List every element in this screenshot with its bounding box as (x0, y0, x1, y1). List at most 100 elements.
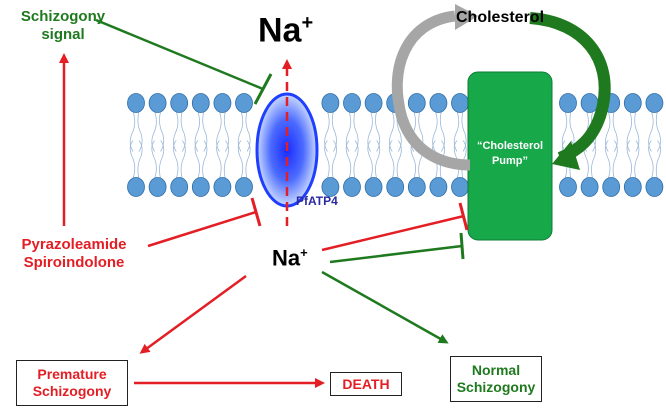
lipid-tail (159, 140, 165, 179)
lipid-tail (223, 111, 229, 152)
lipid-tail (605, 111, 611, 152)
lipid-tail (324, 111, 330, 152)
lipid-tail (237, 140, 244, 179)
pyrazoleamide-label: Pyrazoleamide Spiroindolone (21, 236, 127, 271)
membrane-tails (129, 111, 661, 179)
lipid-head (235, 177, 253, 197)
lipid-head (451, 93, 469, 113)
lipid-head (170, 177, 189, 197)
lipid-tail (345, 111, 352, 152)
lipid-head (235, 93, 253, 113)
lipid-head (127, 177, 145, 197)
premature-schizogony-box: Premature Schizogony (16, 360, 128, 406)
lipid-tail (439, 111, 445, 152)
lipid-tail (432, 111, 438, 152)
lipid-tail (353, 140, 359, 179)
na-inhibits-pump-green-bar (459, 232, 465, 260)
lipid-tail (591, 140, 597, 179)
lipid-head (127, 93, 145, 113)
lipid-head (321, 93, 340, 113)
lipid-tail (375, 140, 381, 179)
lipid-tail (180, 140, 186, 179)
lipid-tail (216, 140, 222, 179)
lipid-tail (612, 140, 618, 179)
lipid-head (343, 177, 361, 197)
pfatp4-label: PfATP4 (296, 194, 338, 208)
lipid-head (191, 177, 210, 197)
gray-curved-arrow (391, 10, 471, 171)
lipid-tail (129, 140, 136, 179)
lipid-head (559, 177, 577, 197)
signal-inhibition-bar (253, 73, 273, 105)
schizogony-signal-label: Schizogony signal (20, 8, 106, 43)
lipid-tail (137, 140, 143, 179)
lipid-tail (151, 140, 157, 179)
lipid-tail (367, 140, 373, 179)
lipid-tail (151, 111, 157, 152)
lipid-tail (159, 111, 165, 152)
lipid-head (386, 177, 405, 197)
lipid-tail (396, 140, 402, 179)
lipid-tail (194, 111, 200, 152)
drug-inhibition-line (147, 210, 257, 248)
lipid-head (429, 177, 448, 197)
drug-inhibition-bar (250, 197, 262, 227)
lipid-tail (389, 111, 395, 152)
lipid-tail (237, 111, 244, 152)
lipid-head (559, 93, 577, 113)
arrow-to-premature (139, 274, 247, 354)
lipid-tail (223, 140, 229, 179)
lipid-tail (173, 111, 179, 152)
lipid-head (580, 177, 599, 197)
lipid-tail (626, 140, 632, 179)
lipid-tail (634, 140, 640, 179)
lipid-tail (648, 140, 654, 179)
lipid-head (623, 177, 642, 197)
lipid-tail (245, 111, 251, 152)
lipid-tail (605, 140, 611, 179)
lipid-tail (216, 111, 222, 152)
lipid-head (148, 177, 167, 197)
lipid-head (364, 177, 383, 197)
lipid-tail (245, 140, 251, 179)
lipid-head (407, 93, 426, 113)
lipid-tail (331, 140, 337, 179)
lipid-head (645, 177, 664, 197)
lipid-head (170, 93, 189, 113)
lipid-tail (367, 111, 373, 152)
lipid-tail (634, 111, 640, 152)
lipid-tail (129, 111, 136, 152)
lipid-tail (202, 140, 208, 179)
lipid-head (645, 93, 664, 113)
lipid-tail (626, 111, 632, 152)
na-inhibits-pump-red (321, 214, 465, 252)
lipid-tail (137, 111, 143, 152)
green-curved-arrow (529, 12, 611, 164)
lipid-head (191, 93, 210, 113)
na-inhibits-pump-green (329, 244, 463, 264)
lipid-tail (180, 111, 186, 152)
arrow-to-normal (321, 270, 449, 344)
cholesterol-label: Cholesterol (456, 9, 545, 26)
lipid-tail (194, 140, 200, 179)
lipid-tail (173, 140, 179, 179)
lipid-tail (655, 111, 661, 152)
lipid-tail (461, 111, 467, 152)
lipid-tail (331, 111, 337, 152)
lipid-tail (612, 111, 618, 152)
lipid-tail (561, 111, 568, 152)
lipid-head (602, 177, 621, 197)
lipid-tail (461, 140, 467, 179)
lipid-head (623, 93, 642, 113)
lipid-tail (324, 140, 330, 179)
lipid-tail (453, 140, 460, 179)
lipid-tail (345, 140, 352, 179)
lipid-tail (648, 111, 654, 152)
lipid-tail (202, 111, 208, 152)
lipid-tail (453, 111, 460, 152)
membrane-heads (127, 93, 664, 197)
lipid-head (364, 93, 383, 113)
lipid-tail (655, 140, 661, 179)
lipid-head (321, 177, 340, 197)
lipid-head (451, 177, 469, 197)
